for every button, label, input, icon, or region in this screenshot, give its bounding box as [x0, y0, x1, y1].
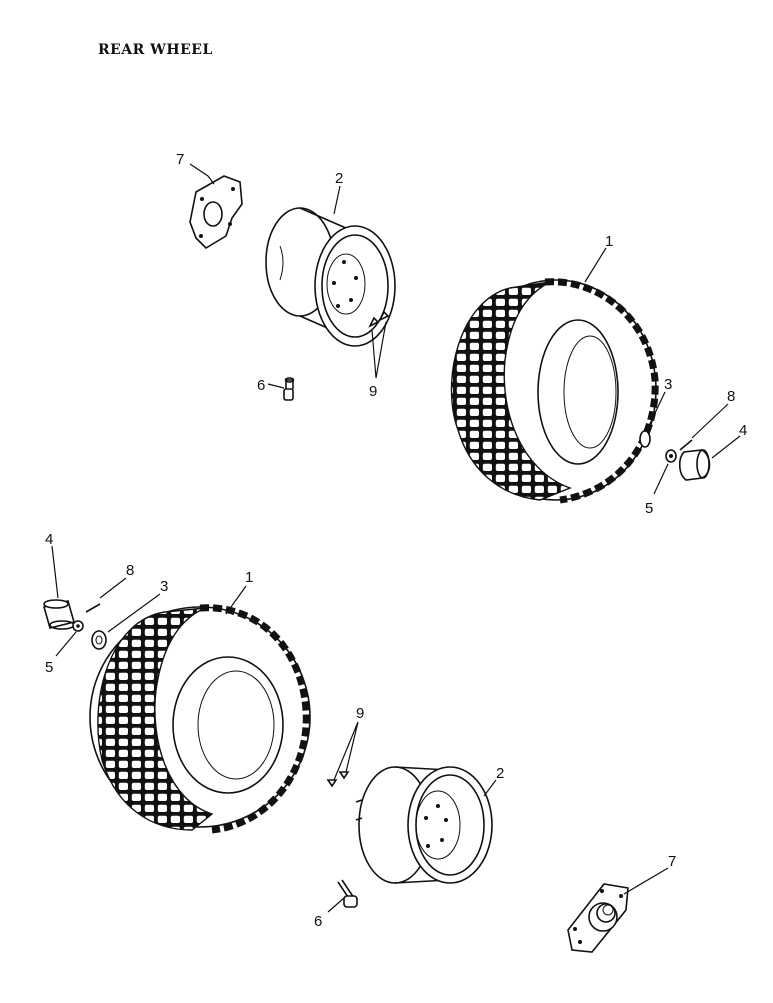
rim-upper: [265, 207, 396, 347]
callout-1-upper: 1: [605, 233, 613, 250]
leaders-upper: [189, 163, 741, 495]
callout-4-lower: 4: [45, 531, 53, 548]
cotter-pin-upper: [679, 439, 693, 451]
callout-2-upper: 2: [335, 170, 343, 187]
hub-plate-upper: [189, 175, 243, 250]
callout-1-lower: 1: [245, 569, 253, 586]
callout-6-lower: 6: [314, 913, 322, 930]
callout-6-upper: 6: [257, 377, 265, 394]
callout-3-lower: 3: [160, 578, 168, 595]
callout-labels: 7 2 1 9 6 3 8 4 5 4 8 3 5 1 9 2 6 7: [45, 151, 747, 930]
hub-plate-lower: [567, 883, 629, 953]
valve-lower: [326, 771, 350, 788]
callout-8-upper: 8: [727, 388, 735, 405]
washer-upper: [639, 430, 651, 448]
nut-upper: [665, 449, 677, 463]
tire-upper: [450, 278, 659, 504]
nut-lower: [72, 620, 84, 632]
wheel-bolt-upper: [283, 377, 295, 401]
wheel-bolt-lower: [337, 879, 358, 908]
callout-5-upper: 5: [645, 500, 653, 517]
callout-5-lower: 5: [45, 659, 53, 676]
hub-cap-lower: [43, 599, 75, 630]
rim-lower: [355, 766, 493, 884]
page-title: REAR WHEEL: [98, 42, 213, 58]
cotter-pin-lower: [85, 603, 101, 613]
callout-2-lower: 2: [496, 765, 504, 782]
callout-3-upper: 3: [664, 376, 672, 393]
washer-lower: [91, 630, 107, 650]
tire-lower: [89, 604, 311, 834]
callout-8-lower: 8: [126, 562, 134, 579]
callout-4-upper: 4: [739, 422, 747, 439]
callout-7-lower: 7: [668, 853, 676, 870]
callout-9-lower: 9: [356, 705, 364, 722]
callout-7-upper: 7: [176, 151, 184, 168]
callout-9-upper: 9: [369, 383, 377, 400]
leaders-lower: [51, 545, 669, 913]
hub-cap-upper: [678, 449, 711, 481]
valve-upper: [368, 310, 390, 328]
